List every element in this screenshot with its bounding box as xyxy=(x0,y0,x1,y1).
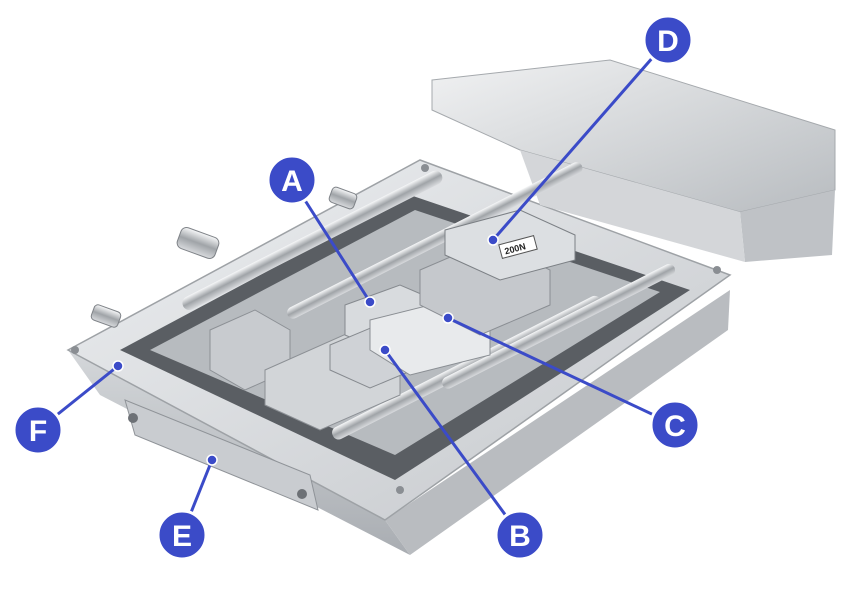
callout-circle-c xyxy=(649,399,701,451)
callout-label-d: D xyxy=(657,25,679,58)
callout-circle-f xyxy=(12,404,64,456)
callout-circle-b xyxy=(494,509,546,561)
callout-label-a: A xyxy=(281,165,303,198)
leader-line-c xyxy=(447,316,676,427)
handle-screw-left xyxy=(128,413,138,423)
callout-label-e: E xyxy=(172,520,192,553)
leader-dot-f xyxy=(112,360,124,372)
callout-e: E xyxy=(156,509,208,561)
leader-dot-a xyxy=(364,296,376,308)
front-handle-plate xyxy=(124,399,319,511)
callout-label-c: C xyxy=(664,410,686,443)
callout-c: C xyxy=(649,399,701,451)
load-cell-tag xyxy=(498,234,538,260)
left-knobs xyxy=(90,186,358,328)
leader-dot-e xyxy=(206,454,218,466)
callout-f: F xyxy=(12,404,64,456)
base-screws xyxy=(71,164,721,494)
leader-line-b xyxy=(383,349,522,536)
callout-label-b: B xyxy=(509,520,531,553)
housing-front xyxy=(520,150,745,262)
leader-dot-d xyxy=(487,234,499,246)
leader-dot-b xyxy=(379,344,391,356)
lead-screws xyxy=(182,162,676,440)
leader-dot-c xyxy=(442,312,454,324)
housing-side xyxy=(740,190,835,262)
callout-circle-a xyxy=(266,154,318,206)
callout-label-f: F xyxy=(29,415,47,448)
base-right-side xyxy=(385,290,730,555)
callout-d: D xyxy=(642,14,694,66)
handle-screw-right xyxy=(297,489,307,499)
callout-a: A xyxy=(266,154,318,206)
callout-circle-d xyxy=(642,14,694,66)
callout-circle-e xyxy=(156,509,208,561)
callout-b: B xyxy=(494,509,546,561)
callout-markers: A B C D E F xyxy=(12,14,701,561)
leader-line-d xyxy=(491,39,670,241)
